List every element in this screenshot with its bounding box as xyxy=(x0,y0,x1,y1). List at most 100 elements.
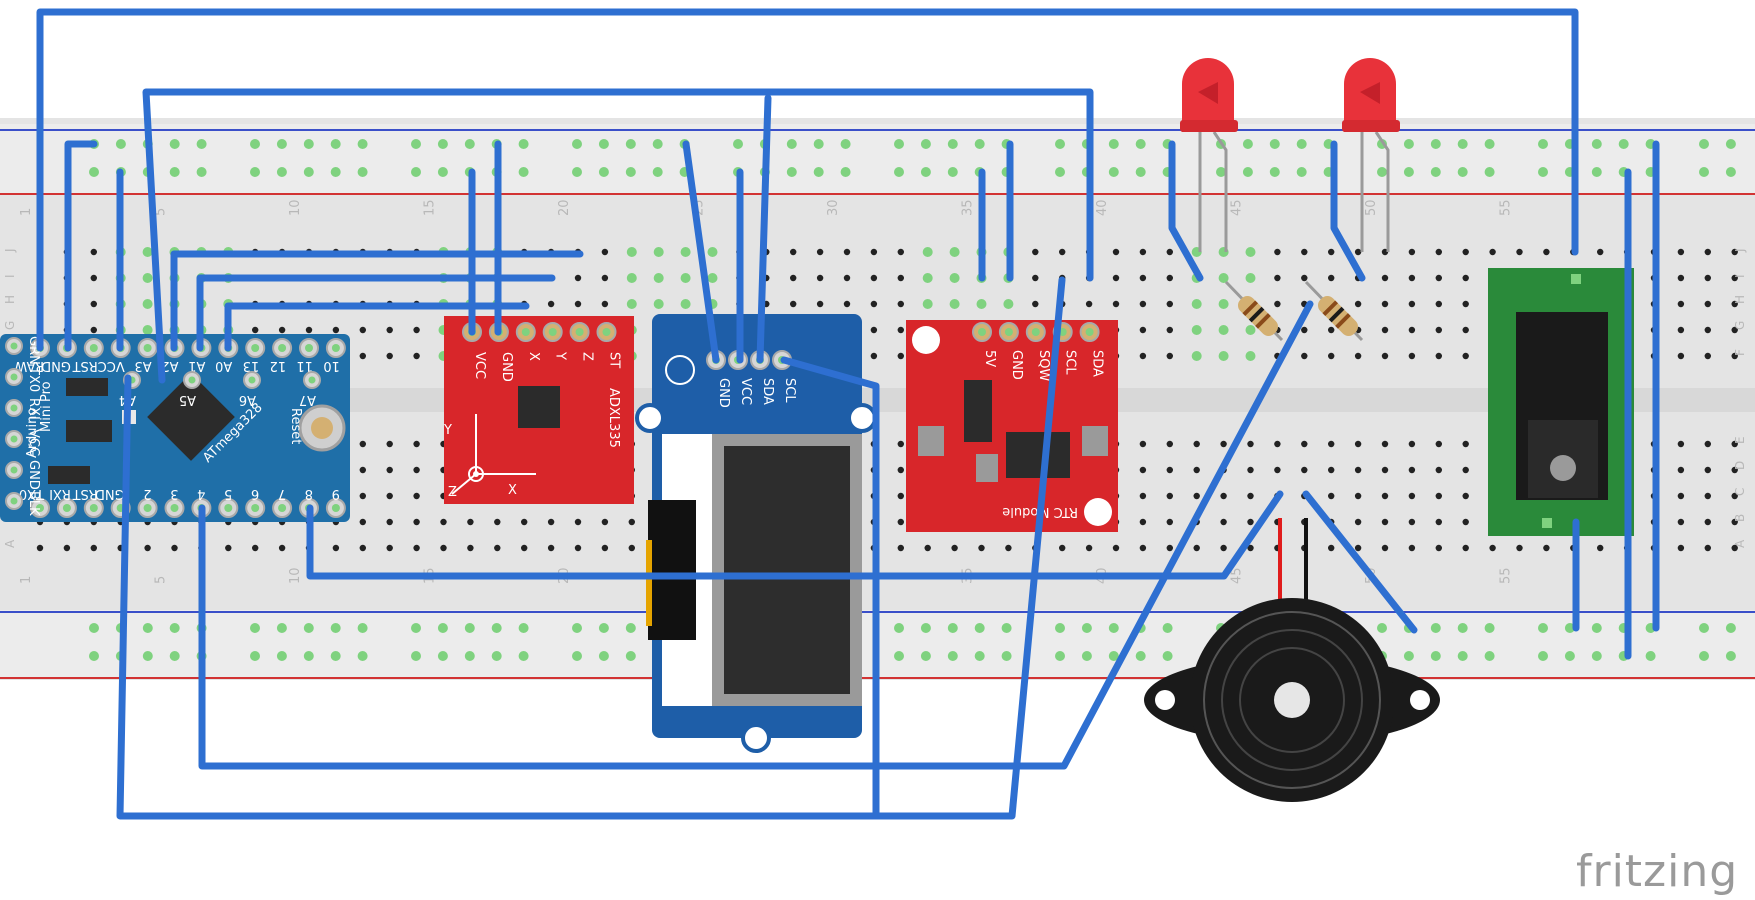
rail-hole xyxy=(1403,651,1414,661)
breadboard-hole xyxy=(90,248,98,256)
pin-label: VCC xyxy=(98,358,125,373)
rail-hole xyxy=(250,623,260,633)
breadboard-hole xyxy=(680,273,691,283)
rail-hole xyxy=(1403,167,1414,177)
pin-hole xyxy=(331,344,340,352)
breadboard-hole xyxy=(386,440,393,448)
rail-hole xyxy=(303,623,314,633)
rtc-component-1 xyxy=(918,426,944,456)
oled-screen xyxy=(724,446,850,694)
breadboard-hole xyxy=(1677,248,1685,256)
rail-hole xyxy=(1484,139,1495,149)
column-number: 10 xyxy=(288,567,303,584)
oled-mount-hole-bottom xyxy=(741,723,771,753)
adxl335-axis-y: Y xyxy=(443,423,452,438)
breadboard-hole xyxy=(1381,300,1389,308)
pin-label: GND xyxy=(41,358,71,373)
breadboard-hole xyxy=(1704,518,1712,526)
rail-hole xyxy=(89,623,99,633)
breadboard-hole xyxy=(1354,352,1362,360)
breadboard-hole xyxy=(1381,440,1389,448)
column-number: 45 xyxy=(1230,567,1245,584)
breadboard-hole xyxy=(467,518,474,526)
breadboard-hole xyxy=(1301,352,1308,360)
side-pin-hole xyxy=(10,373,18,381)
breadboard-hole xyxy=(1139,492,1147,500)
rail-hole xyxy=(786,139,797,149)
rail-hole xyxy=(572,139,582,149)
breadboard-hole xyxy=(63,544,71,552)
column-number: 50 xyxy=(1364,199,1379,216)
wire-a4-rtc-scl xyxy=(142,88,1094,384)
breadboard-hole xyxy=(413,492,420,500)
breadboard-hole xyxy=(1139,544,1147,552)
rail-hole xyxy=(625,651,636,661)
breadboard-hole xyxy=(1408,440,1416,448)
rail-hole xyxy=(1162,623,1173,633)
rail-hole xyxy=(411,651,421,661)
breadboard-hole xyxy=(1462,440,1469,448)
rail-hole xyxy=(303,167,314,177)
rail-hole xyxy=(1108,139,1119,149)
pin-hole xyxy=(602,328,611,336)
rail-hole xyxy=(142,623,153,633)
side-pin-hole xyxy=(10,497,18,505)
breadboard-hole xyxy=(1677,274,1685,282)
piezo-buzzer xyxy=(1144,518,1440,802)
rail-hole xyxy=(947,623,958,633)
rail-hole xyxy=(1538,139,1548,149)
rail-hole xyxy=(920,139,931,149)
pin-label: 5 xyxy=(224,486,232,501)
breadboard-hole xyxy=(1218,325,1229,335)
breadboard-hole xyxy=(225,544,232,552)
rail-hole xyxy=(276,651,287,661)
breadboard-hole xyxy=(1166,274,1174,282)
breadboard-hole xyxy=(1166,326,1174,334)
breadboard-hole xyxy=(870,248,878,256)
rail-hole xyxy=(437,623,448,633)
pin-label: SCL xyxy=(782,378,797,403)
pin-hole xyxy=(89,344,98,352)
breadboard-hole xyxy=(359,440,366,448)
breadboard-hole xyxy=(1704,544,1712,552)
pin-label: RST xyxy=(73,358,98,373)
wire-led1-gnd xyxy=(1168,140,1204,282)
rail-hole xyxy=(1538,651,1548,661)
breadboard-hole xyxy=(413,466,420,474)
rail-hole xyxy=(169,623,180,633)
breadboard-hole xyxy=(1218,299,1229,309)
pin-label: 4 xyxy=(197,486,205,501)
rail-hole xyxy=(276,167,287,177)
breadboard-hole xyxy=(171,544,178,552)
pin-hole xyxy=(1004,328,1013,336)
breadboard-hole xyxy=(90,274,98,282)
rail-hole xyxy=(1108,167,1119,177)
breadboard-hole xyxy=(1704,274,1712,282)
breadboard-hole xyxy=(413,352,420,360)
rail-hole xyxy=(1591,651,1602,661)
arduino-reset-label: Reset xyxy=(288,408,303,444)
breadboard-hole xyxy=(1139,466,1147,474)
pin-hole xyxy=(305,344,313,352)
pin-label: GND xyxy=(95,486,125,501)
wires xyxy=(36,8,1660,820)
rail-hole xyxy=(1484,167,1495,177)
pin-hole xyxy=(143,504,152,512)
rail-hole xyxy=(437,651,448,661)
arduino-name: Arduino Mini Pro xyxy=(25,381,54,458)
breadboard-hole xyxy=(1112,300,1120,308)
rail-hole xyxy=(1591,167,1602,177)
buzzer-ring-3 xyxy=(1239,647,1345,753)
breadboard-hole xyxy=(949,299,960,309)
pin-label: A1 xyxy=(188,358,205,373)
breadboard-hole xyxy=(1193,466,1200,474)
rail-hole xyxy=(1645,651,1656,661)
led-1 xyxy=(1180,58,1238,252)
pin-hole xyxy=(548,328,557,336)
fritzing-watermark: fritzing xyxy=(1576,846,1738,897)
breadboard-hole xyxy=(1408,518,1416,526)
breadboard-hole xyxy=(1462,492,1469,500)
